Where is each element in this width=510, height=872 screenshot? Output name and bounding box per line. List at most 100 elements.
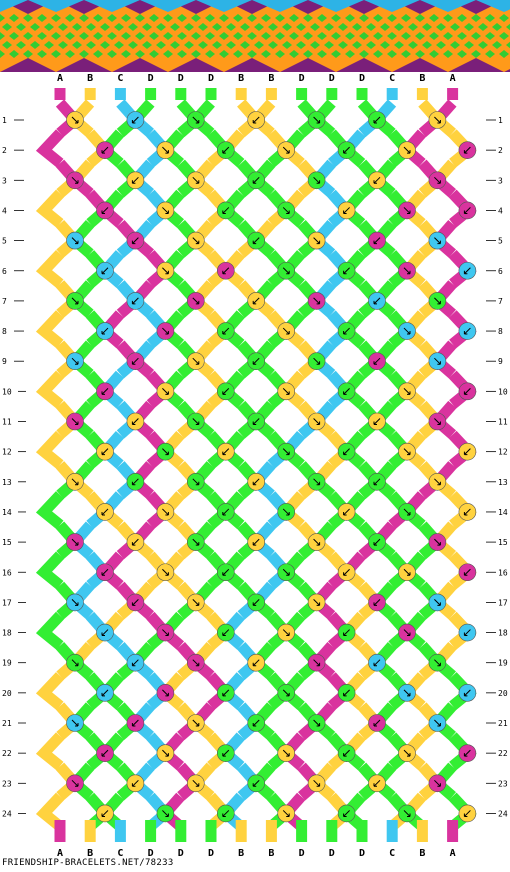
knot-arrow [71, 418, 79, 425]
knot-arrow [463, 387, 471, 395]
knot-arrow [101, 387, 109, 395]
knot-arrow [373, 779, 381, 787]
row-number-left: 6 [2, 267, 7, 276]
knot-arrow [252, 116, 260, 124]
knot-arrow [282, 267, 290, 275]
preview-diamond [100, 23, 110, 31]
knot-arrow [71, 719, 79, 727]
row-number-right: 21 [498, 719, 508, 728]
string-label-bottom: D [359, 848, 365, 859]
preview-diamond [93, 50, 103, 58]
knot-arrow [434, 297, 441, 305]
preview-diamond [324, 41, 334, 49]
preview-diamond [114, 41, 124, 49]
knot-arrow [192, 719, 200, 727]
preview-diamond [366, 23, 376, 31]
preview-diamond [275, 14, 285, 22]
row-number-right: 24 [498, 809, 508, 818]
knot-arrow [313, 116, 321, 124]
knot-arrow [373, 116, 381, 124]
knot-arrow [252, 478, 260, 486]
preview-diamond [338, 41, 348, 49]
preview-diamond [331, 14, 341, 22]
preview-bottom-band [0, 58, 510, 72]
row-number-right: 3 [498, 176, 503, 185]
knot-arrow [373, 176, 381, 184]
preview-diamond [422, 23, 432, 31]
knot-arrow [343, 267, 350, 275]
preview-diamond [79, 14, 89, 22]
knot-arrow [282, 207, 290, 214]
knot-arrow [131, 297, 139, 305]
preview-diamond [324, 23, 334, 31]
preview-diamond [184, 23, 194, 31]
knot-arrow [71, 176, 79, 184]
knot-arrow [463, 508, 471, 516]
knot-arrow [192, 176, 200, 184]
knot-arrow [101, 508, 109, 516]
knot-arrow [101, 267, 109, 275]
preview-diamond [170, 23, 180, 31]
preview-diamond [443, 14, 453, 22]
knot-arrow [403, 508, 411, 516]
knot-arrow [252, 297, 260, 305]
preview-diamond [135, 32, 145, 40]
preview-diamond [23, 14, 33, 22]
knot-arrow [282, 508, 290, 516]
preview-diamond [485, 50, 495, 58]
preview-diamond [289, 14, 299, 22]
preview-diamond [296, 41, 306, 49]
preview-diamond [9, 14, 19, 22]
preview-diamond [37, 50, 47, 58]
preview-diamond [415, 50, 425, 58]
row-number-right: 13 [498, 478, 508, 487]
knot-arrow [463, 327, 471, 335]
knot-arrow [71, 116, 79, 124]
knot-arrow [162, 508, 169, 516]
thread-edge-left [35, 189, 65, 228]
preview-diamond [436, 41, 446, 49]
preview-diamond [310, 41, 320, 49]
preview-diamond [450, 41, 460, 49]
knot-arrow [222, 146, 230, 154]
row-number-left: 10 [2, 387, 12, 396]
preview-diamond [464, 23, 474, 31]
row-number-left: 13 [2, 478, 12, 487]
preview-diamond [415, 14, 425, 22]
knot-arrow [313, 176, 321, 184]
knot-arrow [282, 629, 290, 637]
preview-diamond [2, 41, 12, 49]
preview-diamond [177, 50, 187, 58]
knot-arrow [434, 538, 441, 546]
knot-arrow [162, 207, 169, 214]
string-label-bottom: C [117, 848, 123, 859]
preview-diamond [373, 14, 383, 22]
knot-arrow [343, 448, 350, 456]
preview-diamond [401, 50, 411, 58]
row-number-left: 18 [2, 629, 12, 638]
preview-diamond [247, 32, 257, 40]
knot-arrow [131, 719, 139, 727]
knot-arrow [373, 237, 381, 245]
knot-arrow [313, 297, 321, 305]
preview-diamond [72, 41, 82, 49]
preview-diamond [506, 23, 510, 31]
knot-arrow [434, 719, 441, 727]
preview-diamond [282, 41, 292, 49]
knot-arrow [101, 327, 109, 335]
thread-edge-left [35, 672, 65, 711]
row-number-left: 4 [2, 206, 7, 215]
preview-diamond [226, 23, 236, 31]
knot-arrow [71, 659, 79, 667]
site-credit[interactable]: FRIENDSHIP-BRACELETS.NET/78233 [2, 858, 174, 868]
preview-diamond [492, 41, 502, 49]
thread-edge-left [35, 551, 65, 590]
knot-arrow [403, 568, 411, 576]
preview-diamond [464, 41, 474, 49]
knot-arrow [252, 357, 260, 365]
preview-diamond [79, 32, 89, 40]
row-number-right: 8 [498, 327, 503, 336]
knot-arrow [373, 659, 381, 667]
